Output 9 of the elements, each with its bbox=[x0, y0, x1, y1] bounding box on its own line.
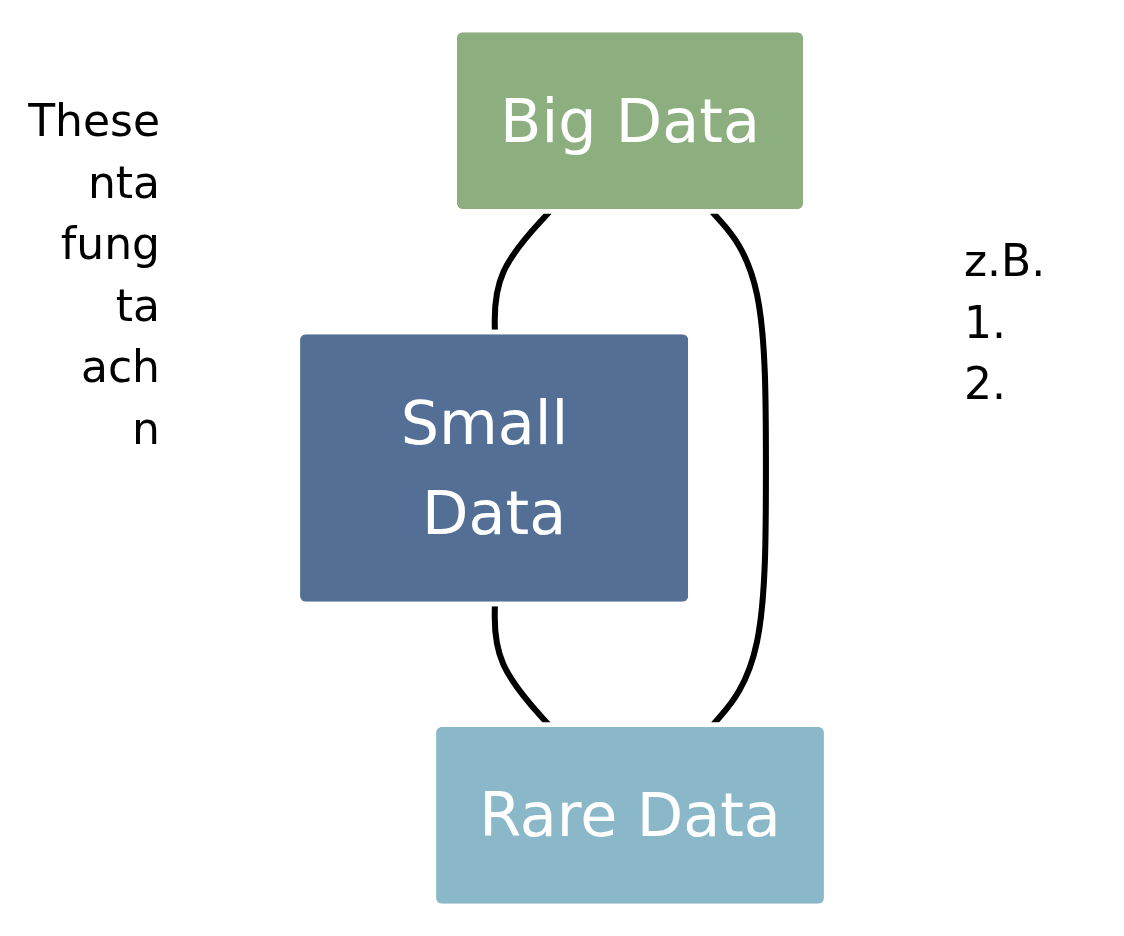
text-fragment: These bbox=[28, 94, 160, 148]
text-fragment: fung bbox=[60, 217, 160, 272]
text-fragment: ach bbox=[80, 340, 160, 395]
text-fragment: z.B. bbox=[964, 234, 1046, 288]
text-fragment: nta bbox=[87, 155, 160, 210]
text-fragment: ta bbox=[115, 278, 160, 333]
text-fragment: 2. bbox=[964, 357, 1006, 412]
text-fragment: n bbox=[132, 401, 160, 456]
text-fragment: 1. bbox=[964, 295, 1006, 350]
